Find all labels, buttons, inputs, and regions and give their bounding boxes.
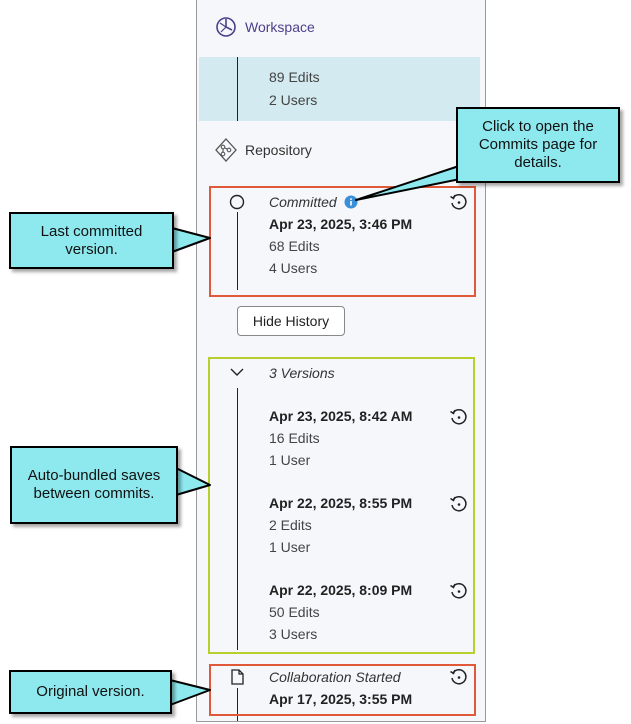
timeline-line (237, 388, 238, 650)
timeline-line (237, 212, 238, 290)
version-date: Apr 22, 2025, 8:55 PM (269, 495, 413, 511)
workspace-icon (216, 17, 236, 37)
workspace-label: Workspace (245, 19, 315, 35)
version-history-panel: Workspace 89 Edits 2 Users Repository Co… (196, 0, 486, 722)
version-edits: 16 Edits (269, 430, 320, 446)
committed-highlight (209, 186, 476, 297)
version-users: 1 User (269, 452, 311, 468)
info-icon[interactable] (344, 195, 358, 209)
callout-auto-bundled: Auto-bundled saves between commits. (10, 446, 178, 524)
committed-users: 4 Users (269, 260, 318, 276)
document-icon (231, 669, 244, 685)
restore-icon[interactable] (449, 408, 467, 426)
committed-date: Apr 23, 2025, 3:46 PM (269, 216, 413, 232)
repository-icon (215, 138, 237, 162)
timeline-line (237, 57, 238, 121)
repository-header[interactable]: Repository (215, 138, 312, 162)
chevron-down-icon[interactable] (230, 367, 244, 377)
collab-status: Collaboration Started (269, 669, 401, 685)
callout-commits-page: Click to open the Commits page for detai… (456, 107, 620, 183)
restore-icon[interactable] (449, 582, 467, 600)
workspace-edits: 89 Edits (269, 69, 320, 85)
version-date: Apr 23, 2025, 8:42 AM (269, 408, 413, 424)
version-edits: 2 Edits (269, 517, 312, 533)
committed-edits: 68 Edits (269, 238, 320, 254)
version-date: Apr 22, 2025, 8:09 PM (269, 582, 413, 598)
restore-icon[interactable] (449, 668, 467, 686)
repository-label: Repository (245, 142, 312, 158)
restore-icon[interactable] (449, 495, 467, 513)
version-users: 1 User (269, 539, 311, 555)
versions-highlight (208, 357, 475, 654)
restore-icon[interactable] (449, 193, 467, 211)
hide-history-button[interactable]: Hide History (237, 306, 345, 336)
committed-status: Committed (269, 194, 337, 210)
version-users: 3 Users (269, 626, 318, 642)
version-edits: 50 Edits (269, 604, 320, 620)
callout-last-committed: Last committed version. (9, 212, 174, 269)
workspace-users: 2 Users (269, 92, 318, 108)
collab-date: Apr 17, 2025, 3:55 PM (269, 691, 413, 707)
workspace-summary (199, 57, 480, 121)
callout-original: Original version. (9, 670, 172, 714)
versions-group-label[interactable]: 3 Versions (269, 365, 335, 381)
workspace-header[interactable]: Workspace (215, 16, 315, 38)
timeline-line (237, 688, 238, 721)
commit-circle-icon (229, 194, 245, 210)
